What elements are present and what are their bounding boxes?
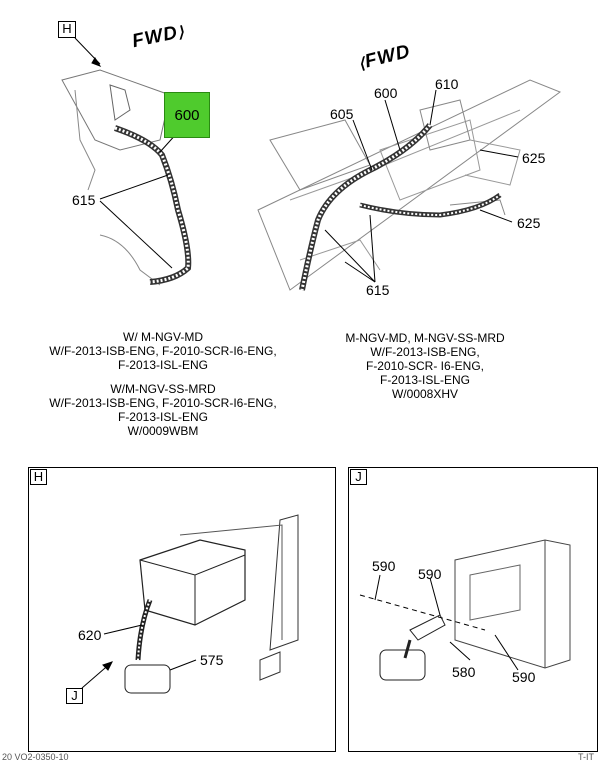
note-right-line: W/F-2013-ISB-ENG, <box>370 345 480 359</box>
note-left: W/ M-NGV-MD W/F-2013-ISB-ENG, F-2010-SCR… <box>38 330 288 438</box>
detail-h-ref: H <box>30 469 47 485</box>
pointer-ref-j[interactable]: J <box>66 688 83 704</box>
left-harness <box>114 125 192 285</box>
note-left-line: W/0009WBM <box>127 424 199 438</box>
callout-620[interactable]: 620 <box>78 627 102 643</box>
callout-625-upper[interactable]: 625 <box>522 150 546 166</box>
view-ref-h: H <box>58 21 76 38</box>
note-right-line: M-NGV-MD, M-NGV-SS-MRD <box>345 331 505 345</box>
note-left-line: W/ M-NGV-MD <box>123 330 203 344</box>
right-frame-rail <box>257 79 562 291</box>
callout-610[interactable]: 610 <box>435 76 459 92</box>
callout-590-left[interactable]: 590 <box>372 558 396 574</box>
note-left-line: F-2013-ISL-ENG <box>117 410 209 424</box>
callout-600-right[interactable]: 600 <box>374 85 398 101</box>
h-bracket <box>269 514 299 651</box>
note-right-line: F-2010-SCR- I6-ENG, <box>365 359 485 373</box>
note-left-line: W/F-2013-ISB-ENG, F-2010-SCR-I6-ENG, <box>49 344 277 358</box>
note-right-line: F-2013-ISL-ENG <box>379 373 471 387</box>
callout-575[interactable]: 575 <box>200 652 224 668</box>
note-left-line: F-2013-ISL-ENG <box>117 358 209 372</box>
note-right: M-NGV-MD, M-NGV-SS-MRD W/F-2013-ISB-ENG,… <box>330 331 520 401</box>
detail-j-ref: J <box>350 469 367 485</box>
h-solenoid <box>124 664 171 694</box>
callout-605[interactable]: 605 <box>330 106 354 122</box>
callout-615-right[interactable]: 615 <box>366 282 390 298</box>
detail-panel-j <box>348 467 598 752</box>
detail-panel-h <box>28 467 336 752</box>
footer-left: 20 VO2-0350-10 <box>2 752 69 762</box>
callout-600-highlight[interactable]: 600 <box>164 92 210 138</box>
note-right-line: W/0008XHV <box>391 387 459 401</box>
callout-625-lower[interactable]: 625 <box>517 215 541 231</box>
footer-right: T-IT <box>578 752 594 762</box>
right-harness <box>299 123 433 291</box>
left-body-frame <box>61 69 171 151</box>
note-left-line: W/M-NGV-SS-MRD <box>110 382 216 396</box>
callout-590-right[interactable]: 590 <box>512 669 536 685</box>
callout-615-left[interactable]: 615 <box>72 192 96 208</box>
note-left-line: W/F-2013-ISB-ENG, F-2010-SCR-I6-ENG, <box>49 396 277 410</box>
callout-590-mid[interactable]: 590 <box>418 566 442 582</box>
j-solenoid <box>379 649 426 681</box>
note-left-spacer <box>38 372 288 382</box>
callout-580[interactable]: 580 <box>452 664 476 680</box>
j-mount <box>409 614 446 641</box>
